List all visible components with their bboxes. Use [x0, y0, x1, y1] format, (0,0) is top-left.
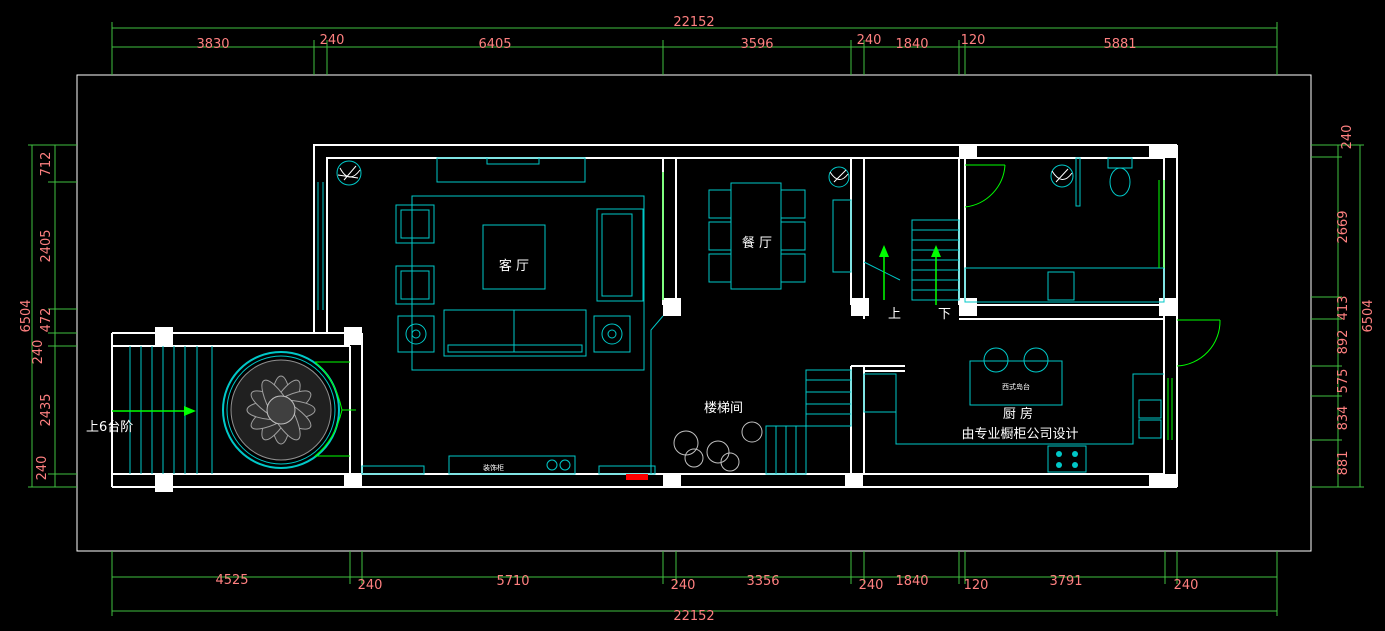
top-dim-2: 240 [320, 33, 345, 48]
bottom-dim-4: 240 [671, 578, 696, 593]
plant-icon [336, 160, 362, 186]
floor-medallion-icon [222, 351, 340, 469]
top-dim-3: 6405 [478, 37, 511, 52]
left-dim-6: 240 [35, 456, 50, 481]
utility-plant-icon [1050, 164, 1074, 188]
left-dim-1: 712 [39, 152, 54, 177]
right-dim-5: 575 [1336, 369, 1351, 394]
bottom-dim-10: 240 [1174, 578, 1199, 593]
right-dim-7: 881 [1336, 451, 1351, 476]
left-overall-dimension: 6504 [19, 299, 34, 332]
top-dim-1: 3830 [196, 37, 229, 52]
left-dim-4: 240 [31, 340, 46, 365]
up-arrow-icon [879, 245, 889, 300]
right-dim-6: 834 [1336, 406, 1351, 431]
right-dim-2: 2669 [1336, 210, 1351, 243]
stair-hall-elements [626, 315, 852, 480]
right-dim-4: 892 [1336, 330, 1351, 355]
bottom-overall-dimension: 22152 [673, 609, 714, 624]
stair-down-label: 下 [938, 307, 951, 322]
right-dimension-lines [1311, 144, 1364, 488]
right-overall-dimension: 6504 [1361, 299, 1376, 332]
bottom-dim-7: 1840 [895, 574, 928, 589]
entry-door [314, 361, 356, 457]
top-dim-7: 120 [961, 33, 986, 48]
toilet-icon [1107, 157, 1133, 197]
right-dim-1: 240 [1340, 125, 1355, 150]
decor-plants-icon [673, 421, 763, 472]
left-dimension-lines [28, 144, 77, 488]
entry-arrow-icon [112, 406, 196, 416]
bottom-dim-2: 240 [358, 578, 383, 593]
left-dim-5: 2435 [39, 393, 54, 426]
top-dim-5: 240 [857, 33, 882, 48]
dining-plant-icon [828, 166, 850, 188]
stairs-upper [863, 219, 960, 301]
entry-label: 上6台阶 [86, 420, 133, 435]
drawing-frame [76, 74, 1312, 552]
bottom-dim-3: 5710 [496, 574, 529, 589]
dining-furniture [662, 172, 852, 300]
top-dim-4: 3596 [740, 37, 773, 52]
bottom-dim-1: 4525 [215, 573, 248, 588]
left-dim-2: 2405 [39, 229, 54, 262]
entry-steps [129, 346, 213, 474]
bottom-dim-6: 240 [859, 578, 884, 593]
living-room-furniture [317, 157, 656, 475]
dining-room-label: 餐 厅 [742, 235, 772, 251]
bottom-dim-8: 120 [964, 578, 989, 593]
island-label: 西式岛台 [1002, 382, 1030, 391]
stair-up-label: 上 [888, 307, 901, 322]
down-arrow-icon [931, 245, 941, 305]
decor-cabinet-label: 装饰柜 [483, 463, 504, 472]
top-dim-8: 5881 [1103, 37, 1136, 52]
kitchen-fixtures [863, 319, 1221, 473]
left-dim-3: 472 [39, 308, 54, 333]
bottom-dimension-lines [111, 551, 1278, 616]
structural-columns [155, 145, 1177, 492]
top-dimension-lines [111, 22, 1278, 75]
right-dim-3: 413 [1336, 296, 1351, 321]
stair-hall-label: 楼梯间 [704, 401, 743, 416]
top-dim-6: 1840 [895, 37, 928, 52]
top-overall-dimension: 22152 [673, 15, 714, 30]
utility-room-fixtures [964, 157, 1165, 303]
bottom-dim-9: 3791 [1049, 574, 1082, 589]
kitchen-label: 厨 房 [1003, 406, 1033, 422]
living-room-label: 客 厅 [499, 258, 529, 274]
kitchen-note: 由专业橱柜公司设计 [961, 427, 1078, 442]
bottom-dim-5: 3356 [746, 574, 779, 589]
